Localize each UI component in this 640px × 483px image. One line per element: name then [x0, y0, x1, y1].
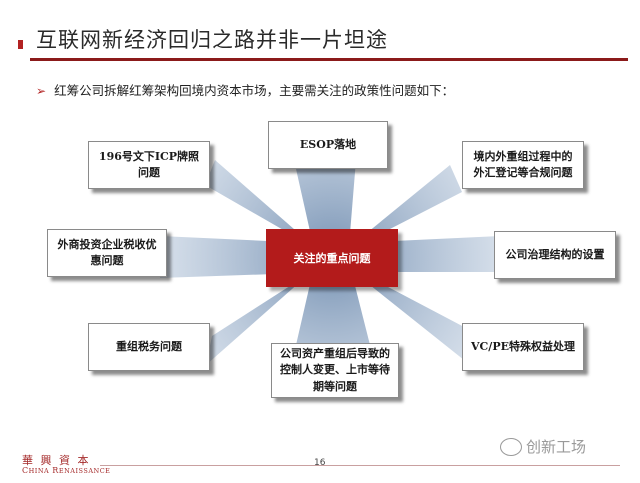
wechat-icon — [500, 437, 522, 456]
watermark-text: 创新工场 — [526, 438, 587, 456]
ray-bottom-right — [318, 250, 466, 360]
node-icp-license: 196号文下ICP牌照问题 — [88, 141, 210, 189]
arrow-right-bullet-icon: ➢ — [36, 84, 47, 98]
title-accent-block — [18, 40, 23, 49]
footer-divider — [100, 465, 620, 466]
node-vcpe-rights: VC/PE特殊权益处理 — [462, 323, 584, 371]
node-corporate-governance: 公司治理结构的设置 — [494, 231, 616, 279]
node-esop: ESOP落地 — [268, 121, 388, 169]
intro-text: 红筹公司拆解红筹架构回境内资本市场，主要需关注的政策性问题如下： — [54, 83, 455, 98]
node-restructure-tax: 重组税务问题 — [88, 323, 210, 371]
ray-top-left — [205, 160, 346, 266]
watermark: 创新工场 — [500, 436, 586, 457]
page-title: 互联网新经济回归之路并非一片坦途 — [36, 28, 388, 52]
title-divider — [30, 58, 628, 61]
node-foreign-tax-incentive: 外商投资企业税收优惠问题 — [47, 229, 167, 277]
intro-bullet: ➢ 红筹公司拆解红筹架构回境内资本市场，主要需关注的政策性问题如下： — [36, 80, 454, 99]
node-control-change: 公司资产重组后导致的控制人变更、上市等待期等问题 — [271, 343, 399, 398]
company-logo-en: CHINA RENAISSANCE — [22, 466, 111, 475]
company-logo-cn: 華 興 資 本 — [22, 454, 91, 467]
center-focus-box: 关注的重点问题 — [266, 229, 398, 287]
ray-top-right — [318, 165, 462, 266]
node-forex-registration: 境内外重组过程中的外汇登记等合规问题 — [462, 141, 584, 189]
page-number: 16 — [314, 458, 326, 468]
